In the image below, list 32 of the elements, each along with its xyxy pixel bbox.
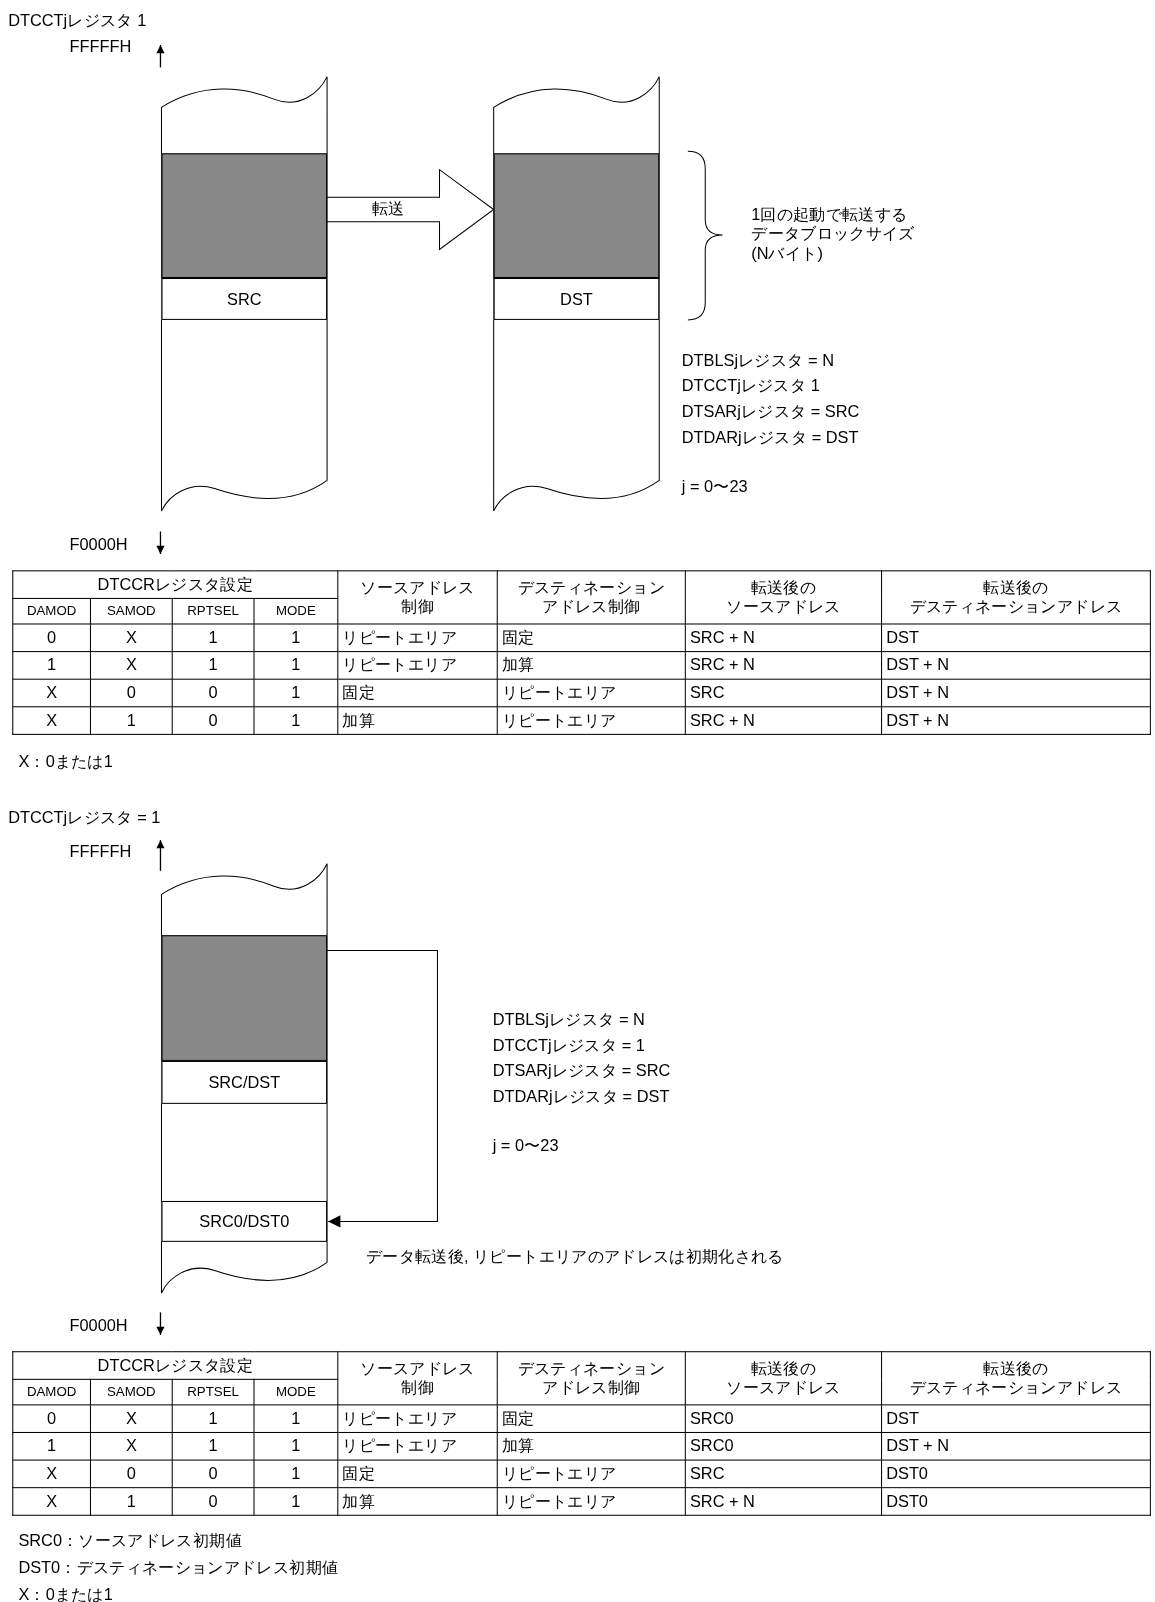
note-text: X：0または1	[18, 1584, 113, 1602]
address-label: FFFFFH	[69, 841, 132, 861]
address-label: FFFFFH	[69, 36, 132, 57]
address-label: F0000H	[69, 534, 128, 555]
note-text: データ転送後, リピートエリアのアドレスは初期化される	[365, 1247, 784, 1267]
note-text: SRC0：ソースアドレス初期値	[18, 1531, 242, 1551]
memory-cell: DST	[493, 278, 660, 320]
memory-block	[161, 153, 328, 278]
register-setting: DTSARjレジスタ = SRC	[492, 1060, 671, 1081]
memory-cell: SRC	[161, 278, 328, 320]
address-label: F0000H	[69, 1315, 128, 1336]
heading-text: DTCCTjレジスタ = 1	[8, 807, 161, 828]
edge-label: 転送	[371, 198, 406, 218]
register-setting: DTBLSjレジスタ = N	[492, 1009, 645, 1030]
memory-block	[493, 153, 660, 278]
heading-text: DTCCTjレジスタ 1	[8, 10, 147, 30]
note-text: X：0または1	[18, 751, 113, 771]
register-setting: DTBLSjレジスタ = N	[681, 350, 834, 371]
index-range: j = 0〜23	[681, 476, 748, 496]
register-setting: DTCCTjレジスタ = 1	[492, 1035, 645, 1055]
register-setting: DTDARjレジスタ = DST	[681, 427, 859, 447]
note-text: DST0：デスティネーションアドレス初期値	[18, 1557, 339, 1578]
memory-cell: SRC0/DST0	[161, 1200, 328, 1242]
block-arrow	[326, 168, 495, 251]
memory-cell: SRC/DST	[161, 1060, 328, 1104]
arrow	[326, 950, 438, 1228]
register-setting: DTSARjレジスタ = SRC	[681, 401, 860, 422]
note-text: 1回の起動で転送するデータブロックサイズ(Nバイト)	[751, 204, 915, 264]
memory-block	[161, 935, 328, 1061]
register-setting: DTDARjレジスタ = DST	[492, 1086, 670, 1107]
index-range: j = 0〜23	[492, 1135, 559, 1156]
register-setting: DTCCTjレジスタ 1	[681, 376, 820, 396]
